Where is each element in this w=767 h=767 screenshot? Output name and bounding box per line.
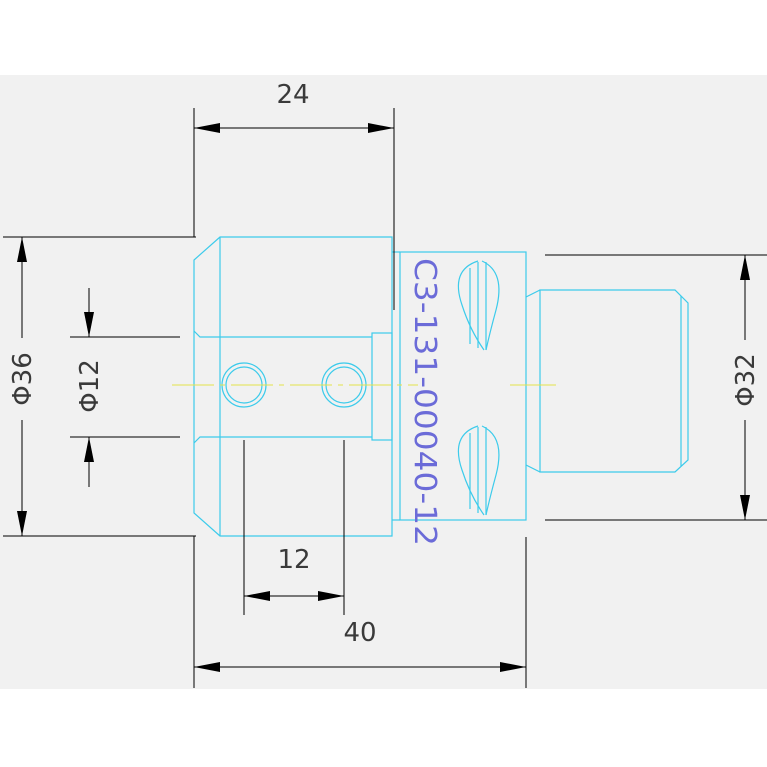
dimension-hole-spacing-12: 12 <box>243 440 345 615</box>
dimension-dia-12: Φ12 <box>70 288 180 487</box>
arrowhead <box>17 511 27 536</box>
dimension-label: 12 <box>277 545 310 575</box>
dimension-label: Φ12 <box>75 359 105 413</box>
dimension-label: Φ36 <box>8 352 38 406</box>
arrowhead <box>318 591 344 601</box>
bore-step <box>371 332 393 441</box>
bore-lower-edge <box>193 436 372 444</box>
shank-outline <box>539 289 689 473</box>
arrowhead <box>84 437 94 462</box>
dimension-label: 40 <box>343 618 376 648</box>
arrowhead <box>740 495 750 520</box>
arrowhead <box>500 662 526 672</box>
upper-slot-left-curve <box>457 260 485 351</box>
arrowhead <box>244 591 270 601</box>
upper-slot <box>457 260 500 351</box>
dimension-dia-36: Φ36 <box>3 236 196 537</box>
upper-slot-right-curve <box>481 260 500 351</box>
lower-slot <box>457 425 500 516</box>
arrowhead <box>194 662 220 672</box>
arrowhead <box>194 123 220 133</box>
part-number: C3-131-00040-12 <box>407 258 442 546</box>
middle-section <box>399 251 527 521</box>
bore-upper-edge <box>193 330 372 338</box>
arrowhead <box>84 312 94 337</box>
shank-step-bottom <box>525 464 541 473</box>
dimension-label: Φ32 <box>731 353 761 407</box>
shank-step-top <box>525 289 541 298</box>
arrowhead <box>17 237 27 262</box>
arrowhead <box>740 255 750 280</box>
dimension-24: 24 <box>193 80 395 310</box>
lower-slot-right-curve <box>481 425 500 516</box>
dimension-40: 40 <box>193 536 527 688</box>
arrowhead <box>368 123 394 133</box>
drawing-area <box>0 75 767 689</box>
lower-slot-left-curve <box>457 425 485 516</box>
dimension-dia-32: Φ32 <box>545 254 767 521</box>
dimension-label: 24 <box>276 80 309 110</box>
